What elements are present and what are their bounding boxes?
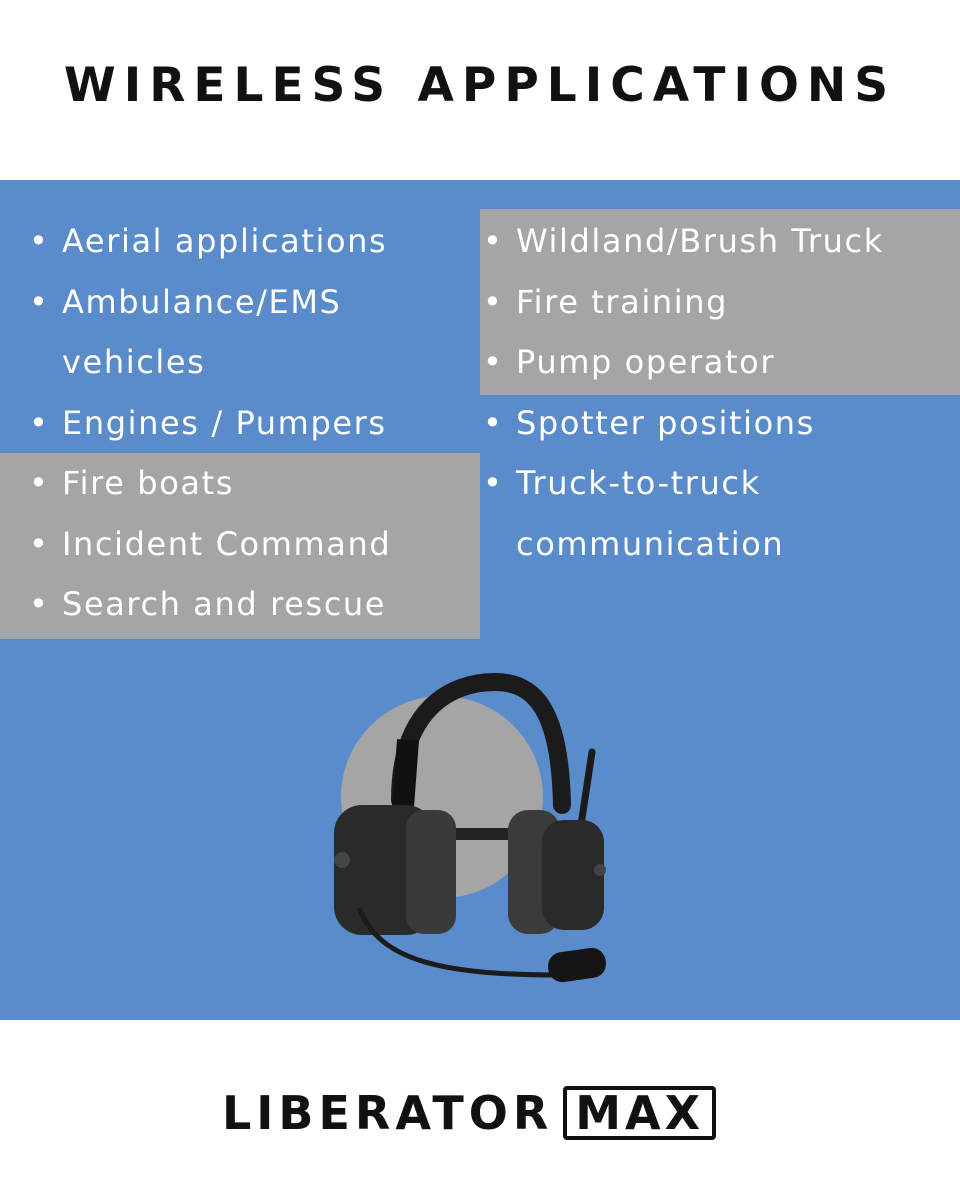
list-item: Engines / Pumpers [26, 393, 480, 454]
page-title: WIRELESS APPLICATIONS [63, 58, 897, 113]
list-item: Fire boats [26, 453, 480, 514]
list-item: Truck-to-truck communication [480, 453, 960, 574]
volume-knob [334, 852, 350, 868]
applications-panel: Aerial applications Ambulance/EMS vehicl… [0, 180, 960, 1020]
brand-logo: LIBERATOR MAX [222, 1085, 717, 1141]
list-item-text: Ambulance/EMS vehicles [62, 282, 342, 382]
headband [391, 672, 571, 814]
list-item: Spotter positions [480, 393, 960, 454]
side-knob [594, 864, 606, 876]
list-item: Fire training [480, 272, 960, 333]
applications-list-right: Wildland/Brush Truck Fire training Pump … [480, 211, 960, 574]
list-item: Wildland/Brush Truck [480, 211, 960, 272]
applications-list-left: Aerial applications Ambulance/EMS vehicl… [26, 211, 480, 635]
mic-boom [357, 907, 563, 978]
list-item: Aerial applications [26, 211, 480, 272]
logo-text-primary: LIBERATOR [222, 1086, 554, 1140]
list-item-text: Truck-to-truck communication [516, 464, 785, 563]
headset-icon [334, 672, 606, 983]
list-item: Incident Command [26, 514, 480, 575]
left-earcup-cushion [406, 810, 456, 934]
list-item: Pump operator [480, 332, 960, 393]
logo-text-boxed: MAX [563, 1086, 717, 1140]
right-earcup-housing [542, 820, 604, 930]
header: WIRELESS APPLICATIONS [0, 0, 960, 180]
list-item: Search and rescue [26, 574, 480, 635]
footer: LIBERATOR MAX [0, 1020, 960, 1200]
list-item: Ambulance/EMS vehicles [26, 272, 480, 393]
mic-foam [548, 947, 606, 983]
